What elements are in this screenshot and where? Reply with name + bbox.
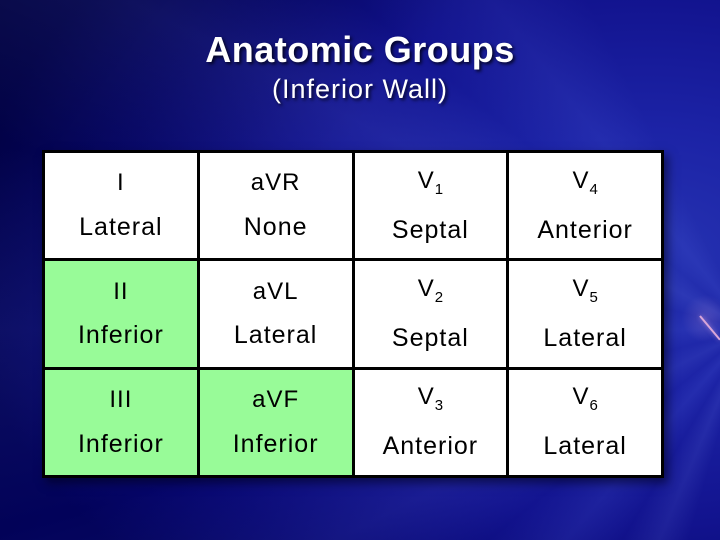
lead-label: aVR (250, 169, 301, 197)
group-label: Inferior (77, 321, 164, 350)
lead-label: V3 (417, 383, 444, 414)
group-label: Inferior (77, 429, 164, 458)
lead-label: III (109, 386, 133, 414)
group-label: Inferior (232, 429, 319, 458)
lead-label: V4 (572, 166, 598, 198)
group-label: Lateral (79, 212, 163, 241)
lead-label: aVF (252, 386, 300, 414)
table-cell-aVR: aVR None (199, 153, 352, 259)
group-label: None (243, 212, 308, 241)
table-cell-aVF: aVF Inferior (199, 369, 352, 475)
group-label: Anterior (382, 432, 479, 461)
lead-label: I (117, 169, 125, 197)
title-block: Anatomic Groups (Inferior Wall) (0, 28, 720, 106)
table-cell-II: II Inferior (45, 261, 197, 367)
group-label: Lateral (543, 324, 627, 353)
table-cell-aVL: aVL Lateral (199, 261, 352, 367)
lead-label: aVL (252, 277, 299, 305)
lead-label: II (113, 277, 129, 305)
group-label: Anterior (537, 215, 633, 244)
slide-subtitle: (Inferior Wall) (271, 74, 448, 104)
lead-label: V6 (572, 383, 598, 414)
group-label: Lateral (543, 432, 627, 461)
lead-label: V1 (417, 166, 444, 198)
table-cell-I: I Lateral (45, 153, 197, 259)
slide-title: Anatomic Groups (205, 29, 515, 70)
lead-label: V2 (417, 274, 444, 306)
group-label: Septal (391, 324, 469, 353)
table-cell-III: III Inferior (45, 369, 197, 475)
lead-label: V5 (572, 274, 598, 306)
group-label: Lateral (233, 321, 318, 350)
pink-streak-line (699, 315, 720, 341)
group-label: Septal (391, 215, 469, 244)
